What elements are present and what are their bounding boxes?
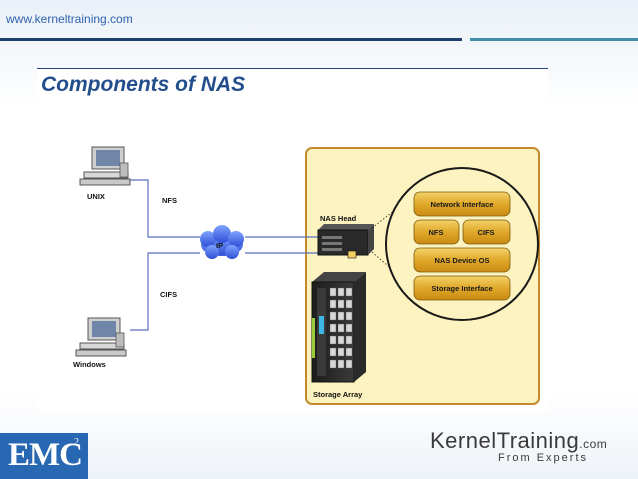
nfs-protocol-label: NFS: [162, 196, 177, 205]
emc-logo: EMC 2: [0, 433, 88, 479]
unix-computer-icon: [79, 146, 131, 186]
network-links: [130, 179, 318, 331]
emc-logo-sup: 2: [74, 437, 79, 448]
nfs-block-label: NFS: [429, 228, 444, 237]
kerneltraining-logo-text: KernelTraining: [430, 428, 580, 453]
panel-top-rule: [37, 68, 548, 69]
header-divider-accent: [470, 38, 638, 41]
header-divider: [0, 38, 462, 41]
nfs-block: [413, 219, 460, 245]
ip-label: IP: [216, 241, 223, 250]
cifs-block-label: CIFS: [477, 228, 494, 237]
nas-components: Network Interface NFS CIFS NAS Device OS…: [413, 191, 511, 301]
kerneltraining-logo: KernelTraining.com: [430, 428, 607, 454]
nas-head-device-icon: [317, 224, 374, 259]
storage-interface-label: Storage Interface: [431, 284, 492, 293]
nas-device-os-block: [413, 247, 511, 273]
storage-array-label: Storage Array: [313, 390, 363, 399]
cifs-block: [462, 219, 511, 245]
storage-array-icon: [311, 272, 366, 383]
site-url[interactable]: www.kerneltraining.com: [6, 12, 133, 26]
kerneltraining-logo-suffix: .com: [579, 437, 608, 451]
slide-title: Components of NAS: [41, 73, 246, 96]
nas-head-label: NAS Head: [320, 214, 357, 223]
unix-label: UNIX: [87, 192, 105, 201]
windows-label: Windows: [73, 360, 106, 369]
storage-interface-block: [413, 275, 511, 301]
network-interface-block: [413, 191, 511, 217]
ip-cloud-icon: [200, 225, 244, 259]
windows-computer-icon: [75, 317, 127, 357]
emc-logo-text: EMC: [8, 437, 83, 473]
nas-device-os-label: NAS Device OS: [434, 256, 489, 265]
kerneltraining-tagline: From Experts: [498, 452, 589, 464]
network-interface-label: Network Interface: [431, 200, 494, 209]
cifs-protocol-label: CIFS: [160, 290, 177, 299]
